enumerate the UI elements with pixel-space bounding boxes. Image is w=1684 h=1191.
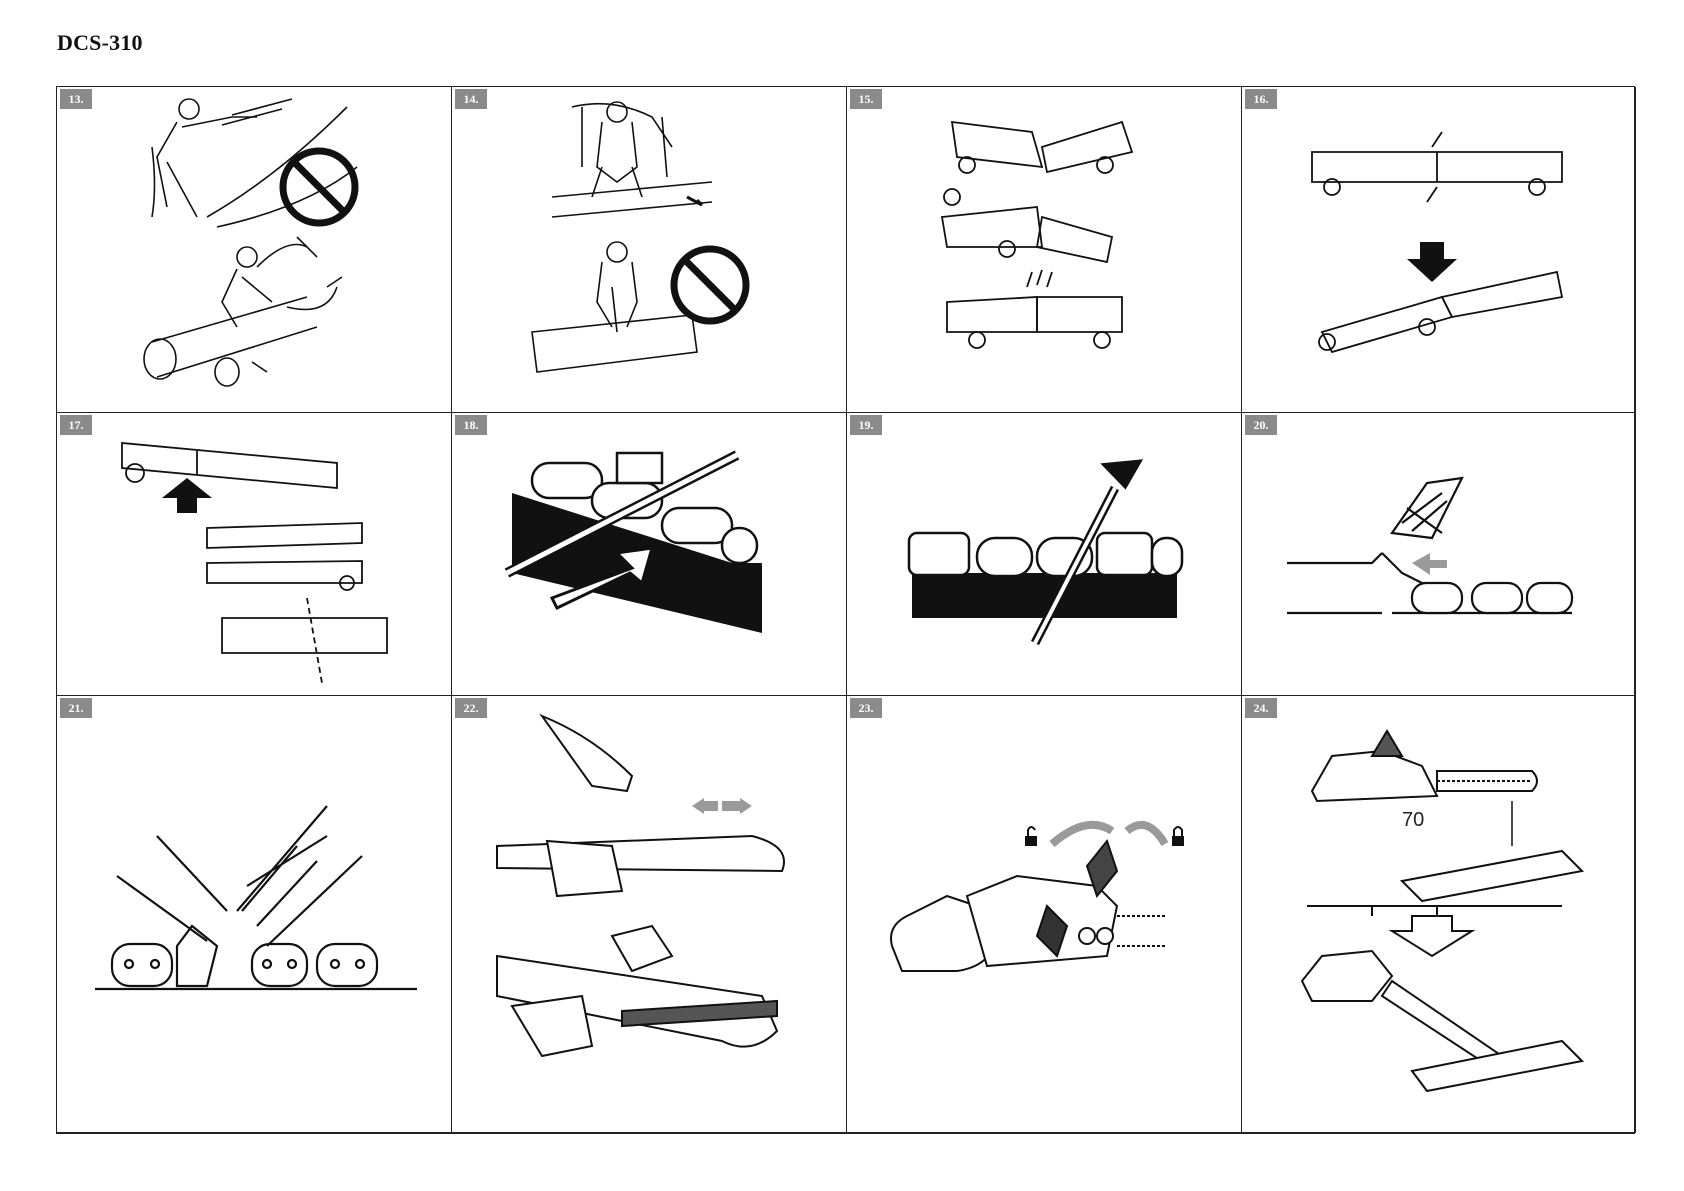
figure-13-illustration: [57, 87, 452, 413]
figure-24: 24. 70: [1242, 696, 1636, 1133]
figure-22-illustration: [452, 696, 847, 1133]
unlock-icon: [1025, 827, 1037, 846]
figure-20-illustration: [1242, 413, 1636, 696]
figure-19-illustration: [847, 413, 1242, 696]
lock-icon: [1172, 827, 1184, 846]
figure-23-illustration: [847, 696, 1242, 1133]
figure-22: 22.: [452, 696, 847, 1133]
figure-21: 21.: [57, 696, 452, 1133]
figure-18-illustration: [452, 413, 847, 696]
figure-23: 23.: [847, 696, 1242, 1133]
cut-height-label: 70: [1402, 809, 1424, 832]
figure-15: 15.: [847, 87, 1242, 413]
figure-grid: 13. 14.: [56, 86, 1635, 1134]
figure-19: 19.: [847, 413, 1242, 696]
figure-16: 16.: [1242, 87, 1636, 413]
figure-21-illustration: [57, 696, 452, 1133]
figure-14: 14.: [452, 87, 847, 413]
figure-13: 13.: [57, 87, 452, 413]
figure-24-illustration: [1242, 696, 1636, 1133]
figure-17-illustration: [57, 413, 452, 696]
figure-15-illustration: [847, 87, 1242, 413]
figure-17: 17.: [57, 413, 452, 696]
prohibition-icon: [283, 151, 355, 223]
figure-16-illustration: [1242, 87, 1636, 413]
figure-14-illustration: [452, 87, 847, 413]
prohibition-icon: [674, 249, 746, 321]
document-title: DCS-310: [57, 30, 143, 56]
figure-20: 20.: [1242, 413, 1636, 696]
figure-18: 18.: [452, 413, 847, 696]
